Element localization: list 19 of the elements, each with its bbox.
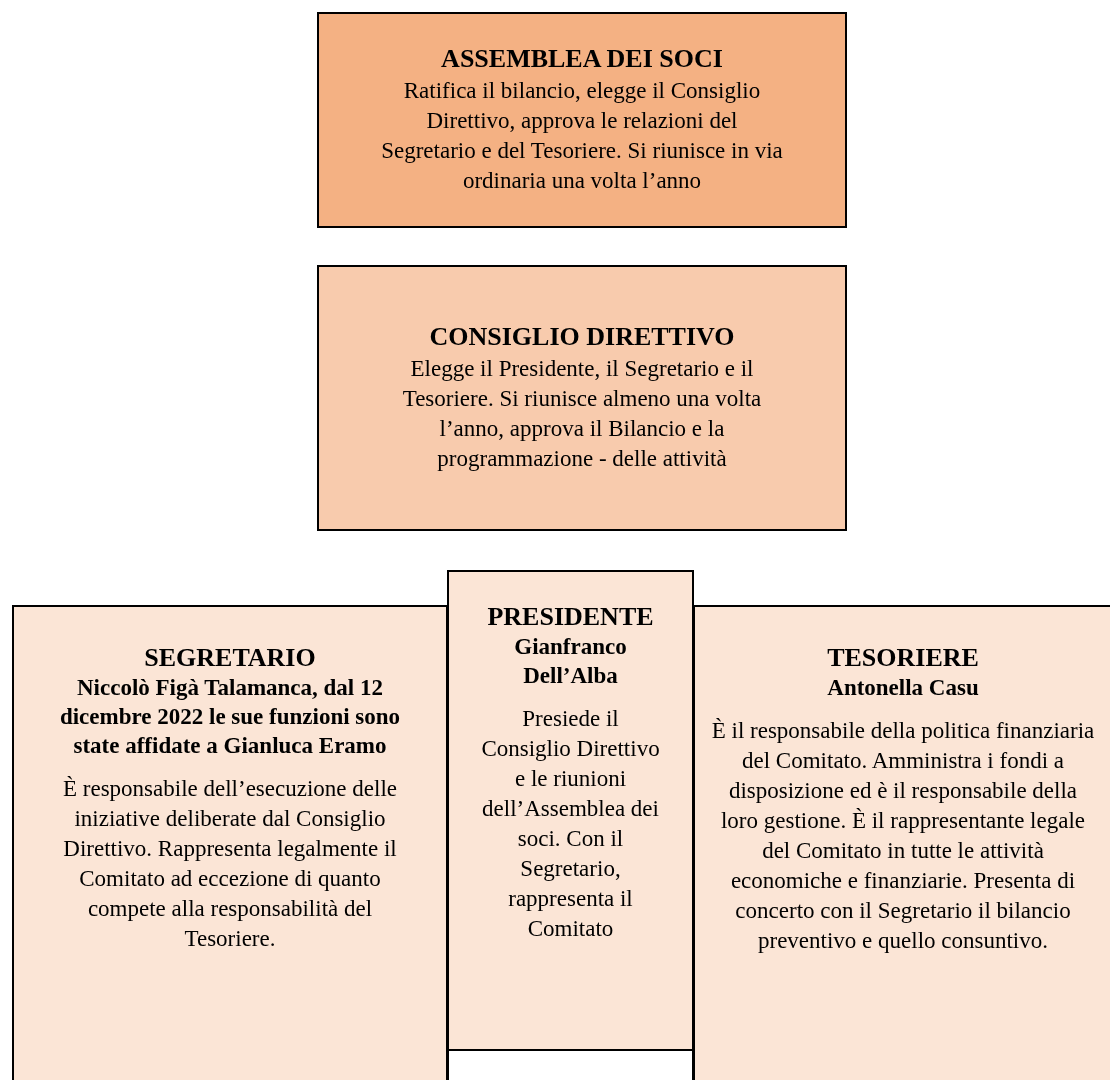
description-text: Elegge il Presidente, il Segretario e il Tesoriere. Si riunisce almeno una volta l’anno, approva il Bilancio e la programmazione - delle attività [401,355,763,473]
description-text: Presiede il Consiglio Direttivo e le riunioni dell’Assemblea dei soci. Con il Segretario, rappresenta il Comitato [480,705,661,943]
org-box [317,265,847,531]
role-heading: ASSEMBLEA DEI SOCI [441,44,723,74]
role-heading: TESORIERE [827,643,979,673]
role-heading: SEGRETARIO [144,643,316,673]
person-name: Gianfranco Dell’Alba [513,633,628,690]
org-box [12,605,448,1080]
role-heading: CONSIGLIO DIRETTIVO [429,322,735,352]
org-box [317,12,847,228]
empty-box [447,1049,694,1080]
org-box [447,570,694,1051]
description-text: È responsabile dell’esecuzione delle iniziative deliberate dal Consiglio Direttivo. Rappresenta legalmente il Comitato ad eccezione di quanto compete alla responsabilità del Tesoriere. [62,775,398,953]
org-box [693,605,1110,1080]
description-text: È il responsabile della politica finanziaria del Comitato. Amministra i fondi a disposizione ed è il responsabile della loro gestione. È il rappresentante legale del Comitato in tutte le attività economiche e finanziarie. Presenta di concerto con il Segretario il bilancio preventivo e quello consuntivo. [710,717,1096,955]
role-heading: PRESIDENTE [487,602,654,632]
person-name: Antonella Casu [827,674,979,702]
person-name: Niccolò Figà Talamanca, dal 12 dicembre 2022 le sue funzioni sono state affidate a Gianluca Eramo [58,674,402,760]
description-text: Ratifica il bilancio, elegge il Consiglio Direttivo, approva le relazioni del Segretario e del Tesoriere. Si riunisce in via ordinaria una volta l’anno [380,77,784,195]
